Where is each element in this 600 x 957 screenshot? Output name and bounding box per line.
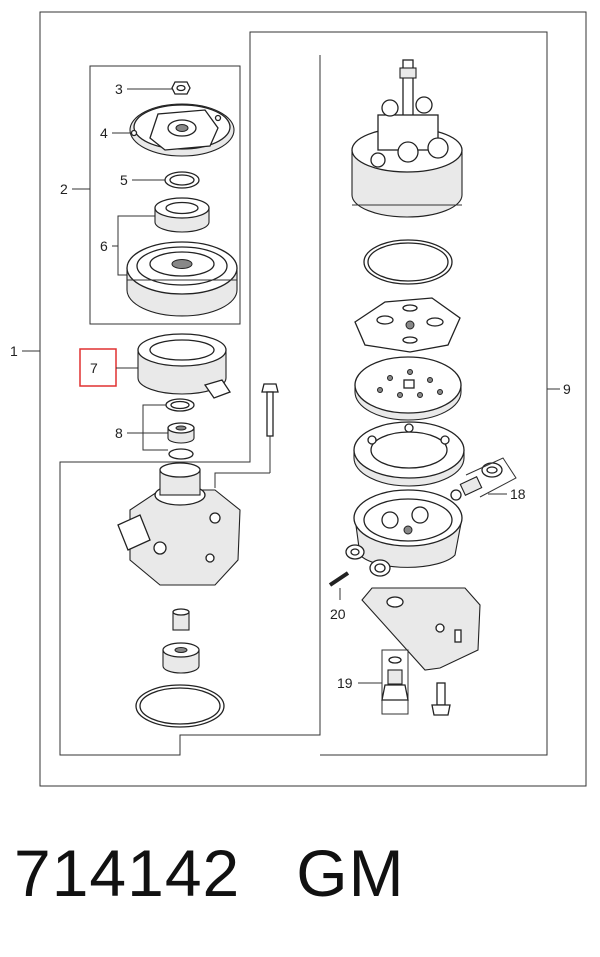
bearing-part [154, 197, 210, 233]
clutch-plate-part [129, 103, 235, 157]
stud-part [328, 571, 350, 587]
callout-20: 20 [330, 606, 346, 622]
pressure-fitting-part [381, 649, 409, 715]
callout-19: 19 [337, 675, 353, 691]
snap-ring-part [164, 171, 200, 189]
rear-head-part [353, 489, 463, 568]
callout-4: 4 [100, 125, 108, 141]
valve-plate-part [354, 356, 462, 421]
callout-1: 1 [10, 343, 18, 359]
shaft-seal-part [162, 608, 200, 674]
brand-name: GM [296, 836, 405, 910]
part-number: 714142 [14, 836, 241, 910]
front-head-part [117, 462, 241, 586]
callout-5: 5 [120, 172, 128, 188]
shaft-part [399, 59, 417, 121]
callout-8: 8 [115, 425, 123, 441]
callout-3: 3 [115, 81, 123, 97]
clutch-subassembly-box [89, 65, 241, 325]
callout-7-highlight [79, 348, 117, 387]
through-bolt-part [214, 383, 279, 488]
callout-18: 18 [510, 486, 526, 502]
reed-valve-part [354, 297, 461, 353]
pulley-part [126, 241, 238, 317]
callout-7: 7 [90, 360, 98, 376]
assembly-frame [39, 11, 587, 787]
field-coil-part [137, 333, 231, 399]
head-gasket-part [353, 421, 465, 487]
port-gasket-part [345, 544, 391, 577]
housing-o-ring-part [135, 684, 225, 728]
nut-part [171, 81, 191, 95]
part-caption: 714142 GM [14, 835, 405, 911]
cylinder-assembly-part [351, 96, 463, 218]
callout-6: 6 [100, 238, 108, 254]
bracket-bolt-part [431, 682, 451, 716]
cylinder-o-ring-part [363, 239, 453, 285]
mounting-bracket-part [361, 587, 481, 671]
assembly-9-outline [59, 31, 548, 756]
relief-valve-part [450, 457, 517, 501]
seal-kit-part [165, 398, 195, 460]
callout-9: 9 [563, 381, 571, 397]
callout-2: 2 [60, 181, 68, 197]
compressor-exploded-diagram: 1 2 3 4 5 6 7 8 9 18 19 20 [10, 11, 587, 787]
